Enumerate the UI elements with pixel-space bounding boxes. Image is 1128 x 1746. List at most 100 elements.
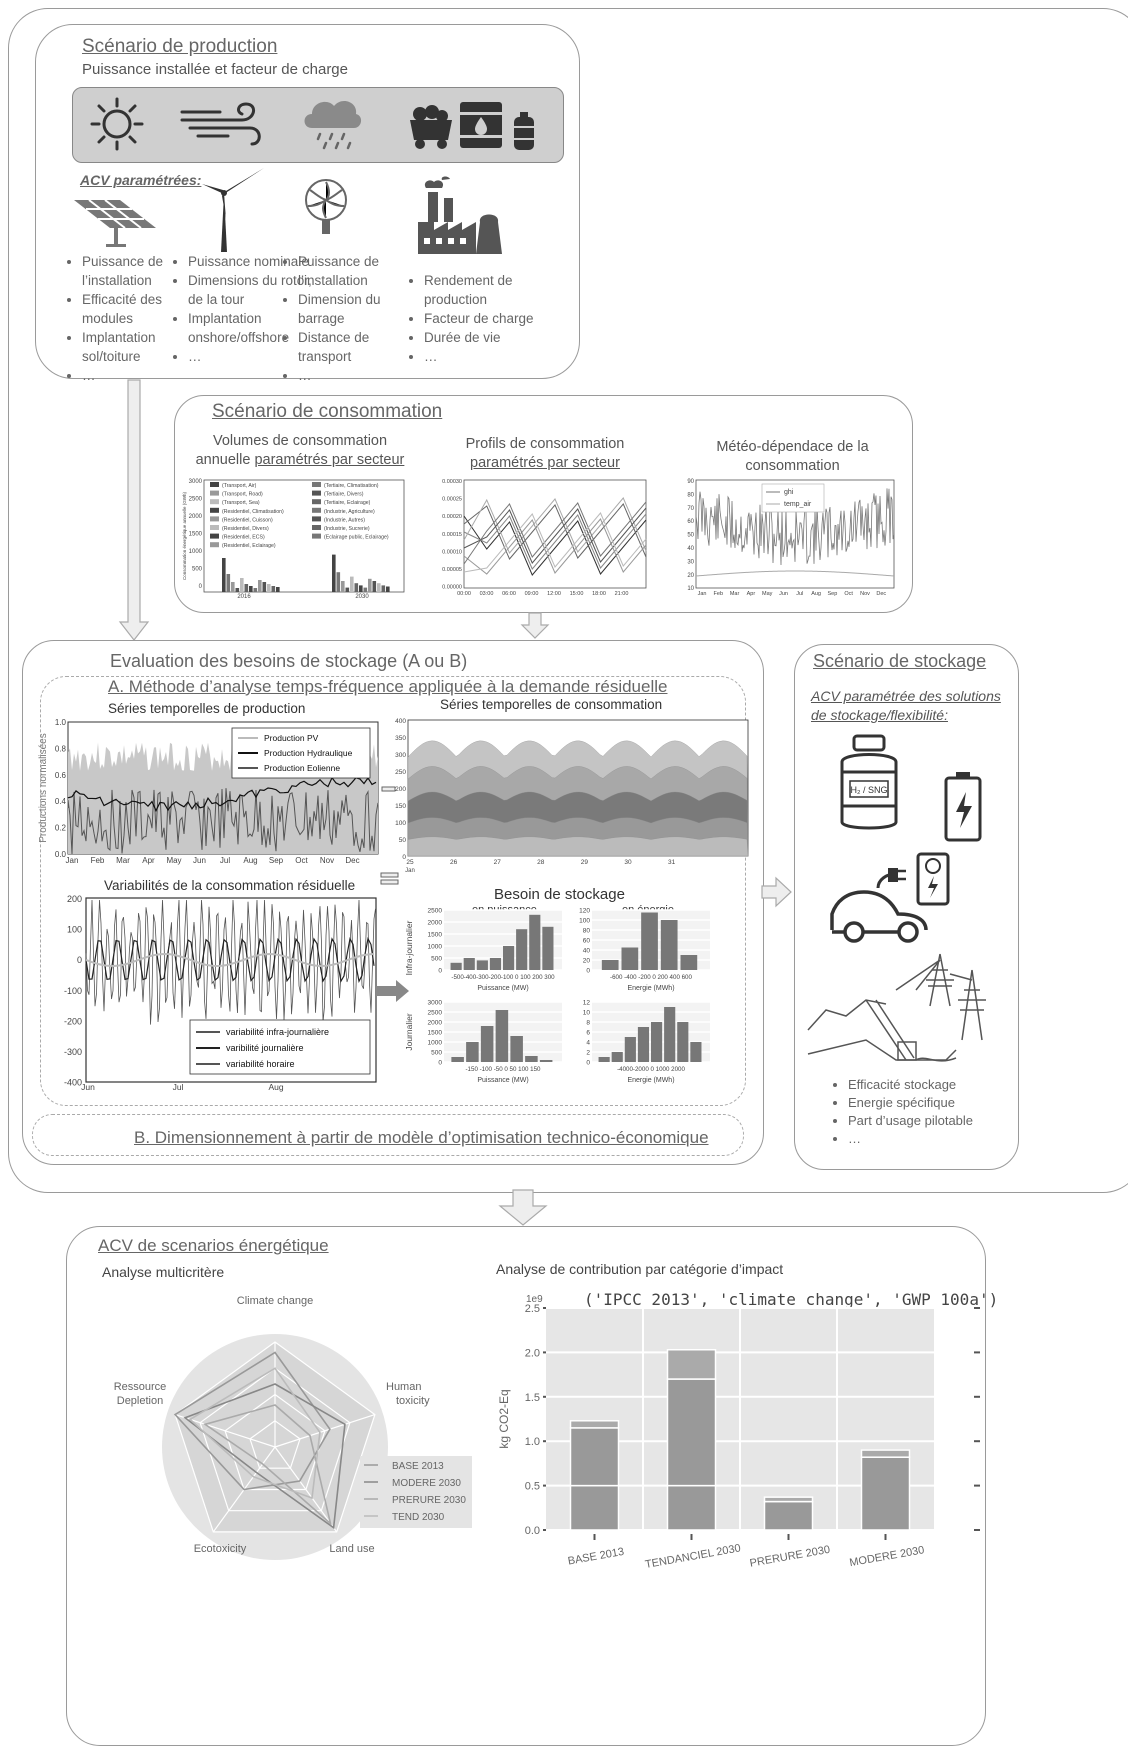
y-tick-label: 10 bbox=[687, 586, 694, 592]
legend-label: variabilité horaire bbox=[226, 1059, 295, 1069]
stacked-bar-segment bbox=[569, 1420, 620, 1429]
hist-bar bbox=[476, 960, 488, 970]
storage-param: … bbox=[848, 1130, 1018, 1148]
hydro-param: Distance de transport bbox=[298, 328, 410, 366]
hist-bar bbox=[539, 1060, 553, 1062]
x-tick-label: TENDANCIEL 2030 bbox=[644, 1542, 741, 1571]
legend-label: ghi bbox=[784, 489, 794, 496]
y-tick-label: 400 bbox=[395, 718, 406, 725]
x-tick-label: Jun bbox=[779, 591, 788, 597]
x-tick-label: 27 bbox=[494, 859, 502, 866]
y-tick-label: 0.0 bbox=[55, 850, 67, 859]
wind-param: … bbox=[188, 347, 316, 366]
y-tick-label: 30 bbox=[687, 559, 694, 565]
bar bbox=[359, 585, 363, 592]
legend-swatch bbox=[210, 542, 219, 548]
pv-param: … bbox=[82, 366, 192, 385]
bar bbox=[377, 583, 381, 592]
radar-ring bbox=[199, 1367, 351, 1512]
x-tick-sub-label: Jan bbox=[405, 868, 415, 874]
arrow-consumption-to-evaluation bbox=[520, 612, 550, 639]
y-tick-label: 0 bbox=[438, 968, 442, 975]
y-tick-label: 50 bbox=[399, 837, 407, 844]
row-label: Infra-journalier bbox=[404, 920, 414, 975]
thermal-param: Rendement de production bbox=[424, 271, 559, 309]
storage-title: Scénario de stockage bbox=[813, 651, 987, 671]
y-tick-label: 500 bbox=[192, 567, 203, 573]
y-tick-label: 2000 bbox=[428, 920, 443, 927]
hist-bar bbox=[637, 1027, 650, 1062]
storage-acv-line1: ACV paramétrée des solutions bbox=[811, 688, 1001, 704]
radar-axis-label: Human bbox=[386, 1381, 421, 1393]
radar-axis-label: Ressource bbox=[114, 1381, 167, 1393]
y-tick-label: 1500 bbox=[189, 532, 203, 538]
method-b-box bbox=[32, 1114, 744, 1156]
series-line bbox=[463, 503, 647, 560]
y-exponent: 1e9 bbox=[526, 1294, 543, 1305]
bar bbox=[345, 587, 350, 592]
legend-swatch bbox=[210, 490, 219, 496]
x-tick-label: 00:00 bbox=[457, 591, 471, 597]
x-tick-label: 29 bbox=[581, 859, 589, 866]
y-tick-label: 100 bbox=[579, 918, 590, 925]
x-tick-label: Nov bbox=[320, 856, 334, 865]
radar-title: Analyse multicritère bbox=[102, 1264, 225, 1280]
stacked-bar-segment bbox=[666, 1484, 717, 1531]
legend-swatch bbox=[312, 533, 321, 539]
x-tick-label: BASE 2013 bbox=[567, 1546, 625, 1568]
daily-line bbox=[85, 936, 375, 983]
legend-label: varibilité journalière bbox=[226, 1043, 304, 1053]
y-tick-label: 0.00000 bbox=[442, 585, 462, 591]
y-tick-label: 100 bbox=[395, 820, 406, 827]
y-tick-label: 1500 bbox=[428, 1030, 443, 1037]
coal-cart-icon bbox=[410, 105, 452, 149]
y-tick-label: 0.0 bbox=[525, 1525, 540, 1537]
bar bbox=[368, 578, 372, 592]
gas-tank-label: H₂ / SNG bbox=[851, 785, 888, 795]
y-tick-label: 0.00030 bbox=[442, 479, 462, 485]
storage-panel bbox=[794, 644, 1019, 1170]
y-tick-label: 12 bbox=[583, 1000, 591, 1007]
radar-axis-label: Climate change bbox=[237, 1295, 313, 1307]
legend-swatch bbox=[210, 507, 219, 513]
hist-bar bbox=[641, 912, 658, 970]
legend-label: (Industrie, Sucrerie) bbox=[324, 526, 370, 532]
stacked-bar-segment bbox=[569, 1484, 620, 1531]
series-line bbox=[463, 518, 647, 575]
legend-label: (Industrie, Autres) bbox=[324, 517, 365, 523]
profile-title-line1: Profils de consommation bbox=[465, 436, 625, 452]
y-tick-label: 1000 bbox=[189, 549, 203, 555]
y-tick-label: 2500 bbox=[428, 908, 443, 915]
x-tick-label: May bbox=[166, 856, 181, 865]
legend-swatch bbox=[210, 525, 219, 530]
acv-parametered-label: ACV paramétrées: bbox=[80, 172, 202, 188]
x-tick-label: Sep bbox=[269, 856, 284, 865]
pv-param: Implantation sol/toiture bbox=[82, 328, 192, 366]
storage-parameters-list: Efficacité stockage Energie spécifique P… bbox=[822, 1076, 1018, 1148]
minus-sign bbox=[381, 786, 396, 792]
wind-turbine-icon bbox=[202, 168, 264, 252]
bar bbox=[253, 588, 258, 592]
x-axis-label: Energie (MWh) bbox=[627, 1077, 674, 1084]
hist-bar bbox=[463, 958, 475, 970]
radar-ring bbox=[224, 1393, 326, 1491]
y-tick-label: 0 bbox=[586, 968, 590, 975]
legend-label: TEND 2030 bbox=[392, 1512, 445, 1523]
production-panel bbox=[35, 24, 580, 379]
production-title: Scénario de production bbox=[82, 36, 278, 57]
y-tick-label: 0 bbox=[77, 955, 82, 965]
stacked-bar-segment bbox=[763, 1496, 814, 1503]
bar bbox=[258, 580, 262, 592]
bar bbox=[363, 587, 368, 592]
pv-param: Efficacité des modules bbox=[82, 290, 192, 328]
x-tick-label: Jul bbox=[173, 1082, 184, 1092]
x-tick-label: 30 bbox=[624, 859, 632, 866]
evaluation-title: Evaluation des besoins de stockage (A ou… bbox=[110, 651, 468, 671]
meteo-title-line1: Météo-dépendace de la bbox=[716, 439, 869, 455]
bar bbox=[354, 583, 359, 592]
y-tick-label: 2500 bbox=[189, 497, 203, 503]
